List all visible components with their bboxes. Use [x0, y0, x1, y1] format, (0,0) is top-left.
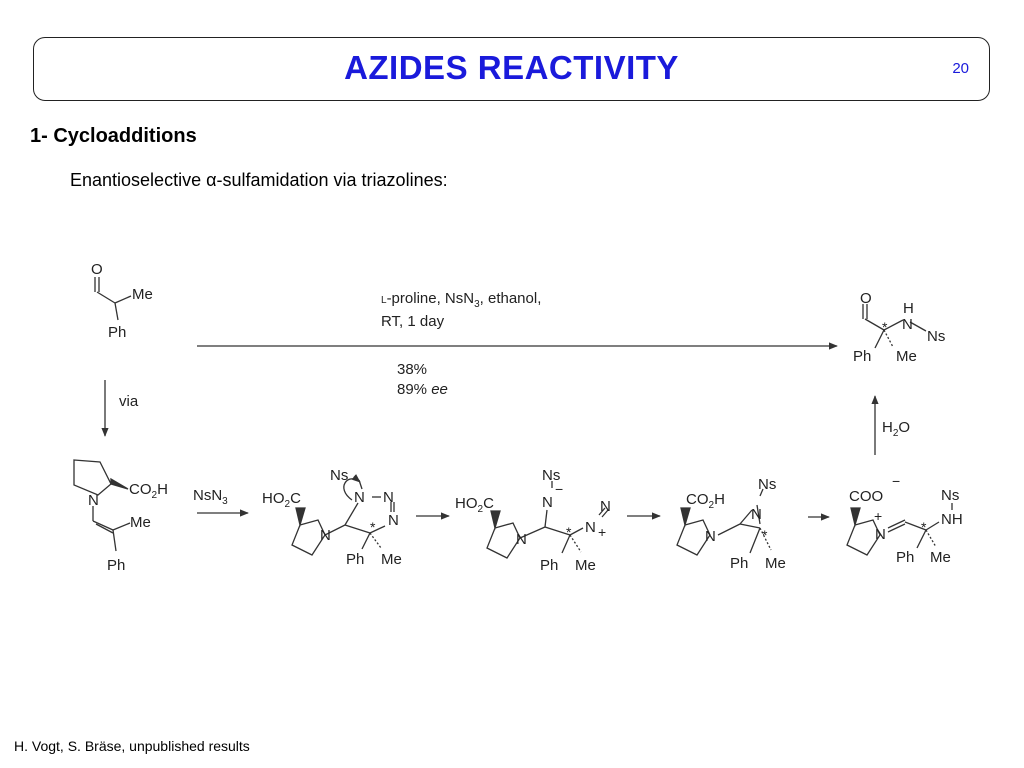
enamine-ph-label: Ph — [107, 557, 125, 574]
aziridine-ns-label: Ns — [758, 476, 776, 493]
diazo-n-plus-label: N — [585, 519, 596, 536]
product-o-label: O — [860, 290, 872, 307]
conditions-line-1: L-proline, NsN3, ethanol, — [381, 290, 541, 310]
diazo-stereo-star: * — [566, 524, 572, 540]
start-me-label: Me — [132, 286, 153, 303]
starting-aldehyde: O Me Ph — [91, 261, 153, 341]
iminium-me-label: Me — [930, 549, 951, 566]
aziridine-ring-n-label: N — [705, 528, 716, 545]
product-ph-label: Ph — [853, 348, 871, 365]
conditions-line-2: RT, 1 day — [381, 313, 445, 330]
iminium-ns-label: Ns — [941, 487, 959, 504]
product-me-label: Me — [896, 348, 917, 365]
enamine-me-label: Me — [130, 514, 151, 531]
iminium-plus-charge: + — [874, 508, 882, 524]
aziridine-intermediate: CO2H Ns N N * Ph Me — [676, 476, 786, 572]
triazoline-ph-label: Ph — [346, 551, 364, 568]
triazoline-n1-label: N — [354, 489, 365, 506]
aziridine-me-label: Me — [765, 555, 786, 572]
enamine-intermediate: N CO2H Me Ph — [73, 459, 168, 574]
start-o-label: O — [91, 261, 103, 278]
water-label: H2O — [882, 419, 910, 439]
slide-number: 20 — [952, 60, 969, 77]
product-n-label: N — [902, 316, 913, 333]
enamine-n-label: N — [88, 492, 99, 509]
triazoline-intermediate: HO2C Ns N N N N * Ph Me — [262, 467, 402, 568]
diazo-ns-label: Ns — [542, 467, 560, 484]
via-label: via — [119, 393, 139, 410]
citation: H. Vogt, S. Bräse, unpublished results — [14, 738, 250, 754]
iminium-coo-label: COO — [849, 488, 883, 505]
product-ns-label: Ns — [927, 328, 945, 345]
diazo-ring-n-label: N — [516, 531, 527, 548]
diazo-ph-label: Ph — [540, 557, 558, 574]
triazoline-me-label: Me — [381, 551, 402, 568]
triazoline-ring-n-label: N — [320, 527, 331, 544]
aziridine-n-label: N — [751, 506, 762, 523]
diazo-plus-charge: + — [598, 524, 606, 540]
reagent-label: NsN3 — [193, 487, 228, 507]
ee-label: 89% ee — [397, 381, 448, 398]
iminium-intermediate: COO − + N Ns NH * Ph Me — [846, 473, 963, 566]
product-h-label: H — [903, 300, 914, 317]
aziridine-co2h-label: CO2H — [686, 491, 725, 511]
triazoline-ho2c-label: HO2C — [262, 490, 301, 510]
triazoline-stereo-star: * — [370, 519, 376, 535]
product-sulfamide: O H N Ns * Ph Me — [853, 290, 945, 365]
yield-label: 38% — [397, 361, 427, 378]
section-heading: 1- Cycloadditions — [30, 125, 197, 147]
iminium-nh-label: NH — [941, 511, 963, 528]
diazo-ho2c-label: HO2C — [455, 495, 494, 515]
aziridine-stereo-star: * — [762, 527, 768, 543]
slide-title: AZIDES REACTIVITY — [344, 49, 679, 86]
product-stereo-star: * — [882, 319, 888, 335]
diazonium-intermediate: HO2C Ns N − N + N N * Ph Me — [455, 467, 611, 574]
iminium-stereo-star: * — [921, 519, 927, 535]
diazo-n-minus-label: N — [542, 494, 553, 511]
start-ph-label: Ph — [108, 324, 126, 341]
diazo-terminal-n-label: N — [600, 498, 611, 515]
title-box: AZIDES REACTIVITY 20 — [33, 37, 990, 101]
iminium-ph-label: Ph — [896, 549, 914, 566]
iminium-ring-n-label: N — [875, 526, 886, 543]
enamine-co2h-label: CO2H — [129, 481, 168, 501]
diazo-me-label: Me — [575, 557, 596, 574]
aziridine-ph-label: Ph — [730, 555, 748, 572]
triazoline-n3-label: N — [388, 512, 399, 529]
triazoline-ns-label: Ns — [330, 467, 348, 484]
section-subtitle: Enantioselective α-sulfamidation via tri… — [70, 170, 448, 190]
diazo-minus-charge: − — [555, 481, 563, 497]
triazoline-n2-label: N — [383, 489, 394, 506]
iminium-minus-charge: − — [892, 473, 900, 489]
